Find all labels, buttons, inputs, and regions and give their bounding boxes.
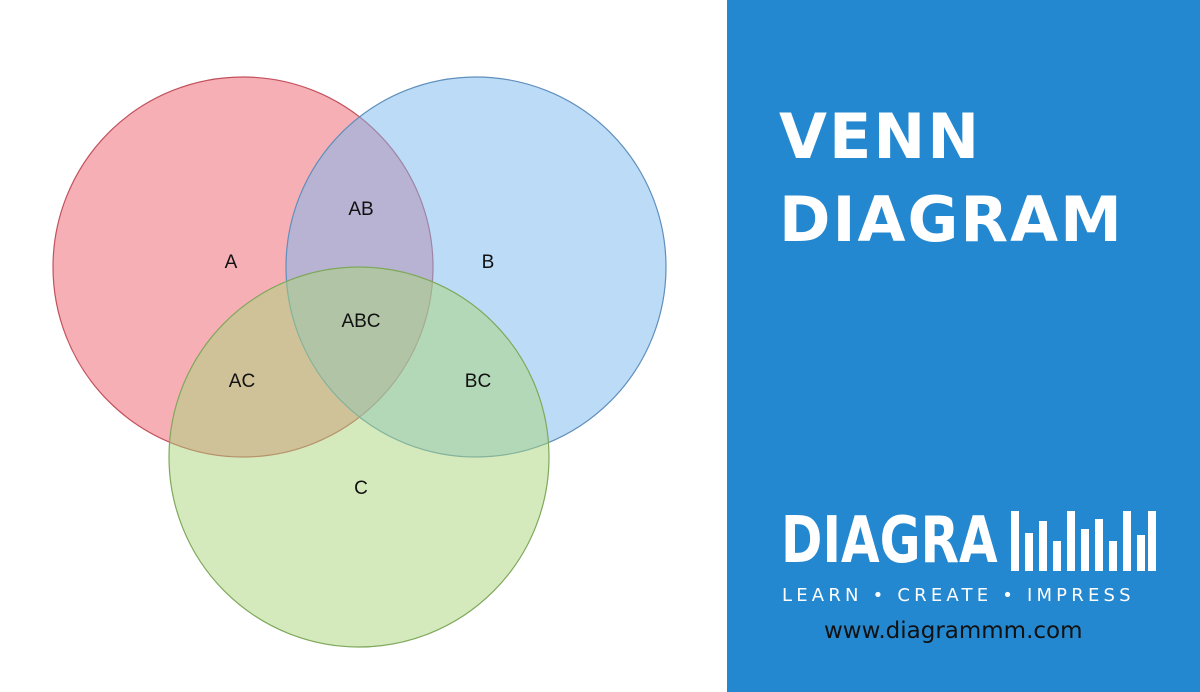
region-label-c: C bbox=[354, 478, 368, 499]
venn-svg: A B AB ABC AC BC C bbox=[52, 76, 667, 648]
set-c-circle bbox=[168, 266, 550, 648]
region-label-abc: ABC bbox=[341, 311, 380, 332]
venn-diagram: A B AB ABC AC BC C bbox=[52, 76, 667, 648]
title-panel: VENN DIAGRAM DIAGRA LEARN • CREATE • IMP… bbox=[727, 0, 1200, 692]
logo-wordmark: DIAGRA bbox=[781, 504, 998, 578]
title-line-venn: VENN bbox=[779, 100, 982, 173]
region-label-b: B bbox=[482, 252, 495, 273]
brand-logo: DIAGRA bbox=[781, 505, 1161, 585]
region-label-a: A bbox=[225, 252, 238, 273]
region-label-ab: AB bbox=[348, 199, 373, 220]
region-label-bc: BC bbox=[465, 371, 491, 392]
region-label-ac: AC bbox=[229, 371, 255, 392]
website-link[interactable]: www.diagrammm.com bbox=[824, 618, 1083, 644]
title-line-diagram: DIAGRAM bbox=[779, 183, 1124, 256]
brand-tagline: LEARN • CREATE • IMPRESS bbox=[782, 585, 1135, 606]
logo-bars-icon bbox=[1011, 511, 1156, 571]
